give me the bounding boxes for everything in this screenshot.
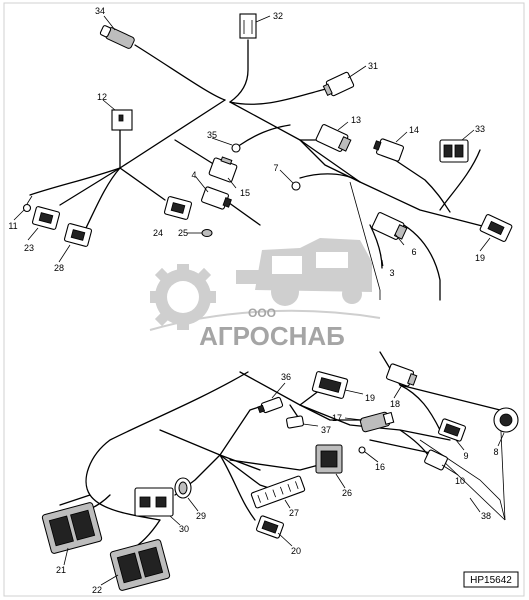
callout-25: 25 — [178, 228, 188, 238]
callout-30: 30 — [179, 524, 189, 534]
gear-icon — [150, 264, 216, 330]
watermark-logo: ООО АГРОСНАБ — [149, 238, 381, 351]
connector-9 — [438, 418, 466, 442]
sensor-7 — [291, 181, 301, 191]
callout-21: 21 — [56, 565, 66, 575]
connector-24 — [163, 196, 193, 220]
connector-34 — [99, 25, 135, 49]
callout-18: 18 — [390, 399, 400, 409]
connector-6 — [371, 212, 408, 240]
ring-terminal-11 — [22, 195, 33, 213]
connector-32 — [239, 13, 257, 39]
callout-14: 14 — [409, 125, 419, 135]
callout-37: 37 — [321, 425, 331, 435]
callout-35: 35 — [207, 130, 217, 140]
diagram-frame — [3, 2, 525, 597]
callout-31: 31 — [368, 61, 378, 71]
round-connector-8 — [493, 407, 519, 433]
connector-21 — [41, 502, 103, 554]
connector-37 — [286, 415, 304, 429]
callout-27: 27 — [289, 508, 299, 518]
connector-28 — [63, 223, 93, 247]
watermark-company-prefix: ООО — [248, 306, 276, 320]
callout-36: 36 — [281, 372, 291, 382]
callout-13: 13 — [351, 115, 361, 125]
callout-22: 22 — [92, 585, 102, 595]
connector-20 — [256, 515, 284, 539]
figure-id: HP15642 — [470, 575, 512, 586]
watermark-swoosh — [149, 309, 381, 331]
callout-8: 8 — [493, 447, 498, 457]
callout-15: 15 — [240, 188, 250, 198]
connector-19-lower — [311, 371, 349, 399]
callout-33: 33 — [475, 124, 485, 134]
grommet-25 — [201, 229, 213, 237]
callout-6: 6 — [411, 247, 416, 257]
callout-29: 29 — [196, 511, 206, 521]
connector-10 — [424, 449, 448, 471]
connector-36 — [257, 396, 284, 414]
figure-id-box: HP15642 — [463, 571, 519, 588]
connector-26 — [315, 444, 343, 474]
callout-11: 11 — [8, 221, 17, 231]
callout-7: 7 — [273, 163, 278, 173]
callout-26: 26 — [342, 488, 352, 498]
callout-20: 20 — [291, 546, 301, 556]
connector-17 — [359, 411, 395, 433]
leader-lines — [13, 15, 505, 586]
callout-16: 16 — [375, 462, 385, 472]
combine-harvester-icon — [236, 238, 372, 306]
connector-18 — [386, 363, 418, 387]
connector-13 — [315, 124, 352, 152]
callout-10: 10 — [455, 476, 465, 486]
callout-38: 38 — [481, 511, 491, 521]
connector-31 — [322, 71, 355, 97]
connector-23 — [31, 206, 61, 230]
callout-28: 28 — [54, 263, 64, 273]
callout-9: 9 — [463, 451, 468, 461]
callout-4: 4 — [191, 170, 196, 180]
connector-30 — [134, 487, 174, 517]
sensor-35 — [231, 143, 241, 153]
callout-23: 23 — [24, 243, 34, 253]
connector-19-upper — [479, 214, 513, 242]
callout-19-upper: 19 — [475, 253, 485, 263]
callout-12: 12 — [97, 92, 107, 102]
callout-34: 34 — [95, 6, 105, 16]
connector-33 — [439, 139, 469, 163]
connector-27 — [250, 475, 306, 509]
connector-15 — [208, 156, 238, 183]
callout-32: 32 — [273, 11, 283, 21]
connector-4 — [201, 186, 232, 210]
sensor-16 — [358, 446, 366, 454]
callout-24: 24 — [153, 228, 163, 238]
callout-labels: 34 32 31 12 13 35 14 33 4 15 7 11 23 28 … — [8, 6, 498, 595]
callout-3: 3 — [389, 268, 394, 278]
upper-harness-wires — [29, 39, 491, 301]
connector-14 — [373, 138, 404, 162]
callout-19-lower: 19 — [365, 393, 375, 403]
connector-29 — [174, 477, 192, 499]
callout-17: 17 — [332, 413, 342, 423]
relay-12 — [111, 109, 133, 131]
watermark-company-name: АГРОСНАБ — [199, 321, 345, 351]
connector-22 — [109, 539, 171, 591]
